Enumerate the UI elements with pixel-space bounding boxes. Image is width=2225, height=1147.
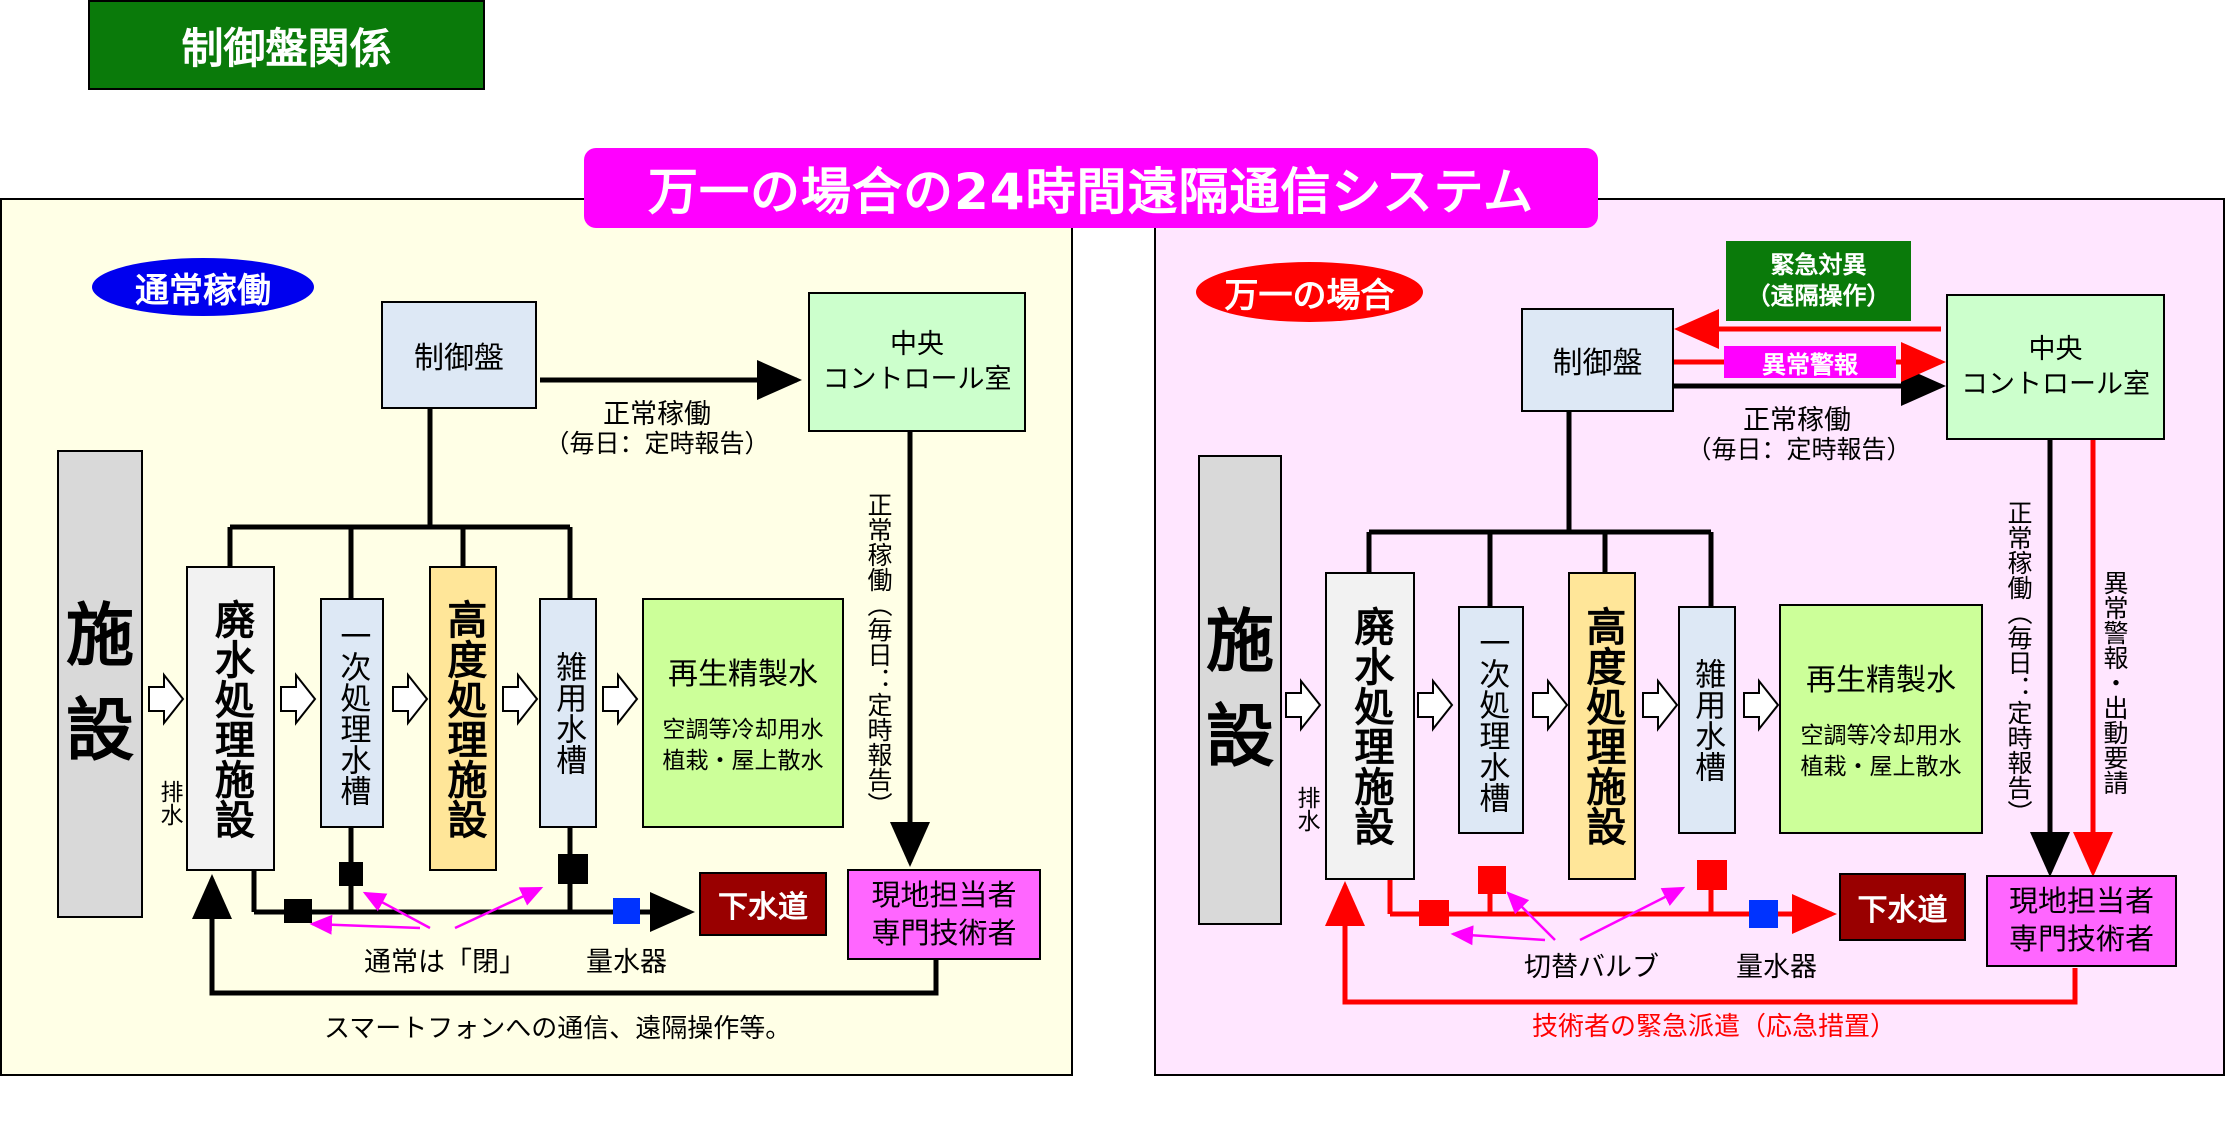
emergency-line2: （遠隔操作） (1746, 282, 1891, 310)
central-label-line1: 中央 (2028, 333, 2083, 365)
central-label-line1: 中央 (890, 328, 944, 360)
right-wastewater-plant: 廃水処理施設 (1325, 572, 1415, 880)
left-meter-icon (613, 898, 640, 924)
right-facility-box: 施 設 (1198, 455, 1282, 925)
right-meter-icon (1749, 900, 1778, 928)
left-recycled-water-box: 再生精製水 空調等冷却用水 植栽・屋上散水 (642, 598, 844, 828)
alarm-signal-label: 異常警報 (1724, 346, 1896, 379)
recycled-use-1: 空調等冷却用水 (1800, 722, 1962, 749)
left-valve-note: 通常は「閉」 (364, 947, 526, 978)
normal-operation-badge: 通常稼働 (92, 258, 314, 316)
left-meter-label: 量水器 (586, 947, 667, 978)
recycled-use-2: 植栽・屋上散水 (662, 748, 824, 774)
left-drain-label: 排水 (156, 780, 182, 826)
facility-char-2: 設 (1205, 698, 1274, 777)
left-vertical-report-label: 正常稼働（毎日：定時報告） (864, 492, 893, 817)
facility-char-1: 施 (1205, 602, 1274, 682)
right-valve-note: 切替バルブ (1524, 952, 1659, 983)
right-vertical-alarm-label: 異常警報・出動要請 (2100, 570, 2129, 795)
local-line1: 現地担当者 (871, 877, 1017, 912)
right-bottom-note: 技術者の緊急派遣（応急措置） (1532, 1012, 1897, 1042)
section-header: 制御盤関係 (88, 0, 485, 90)
right-advanced-plant: 高度処理施設 (1568, 572, 1636, 880)
left-sewer-box: 下水道 (699, 872, 827, 936)
right-vertical-report-label: 正常稼働（毎日：定時報告） (2004, 500, 2033, 825)
local-line1: 現地担当者 (2008, 884, 2154, 919)
recycled-use-1: 空調等冷却用水 (662, 716, 824, 743)
recycled-title: 再生精製水 (1806, 662, 1956, 698)
left-facility-box: 施 設 (57, 450, 143, 918)
right-central-control-room: 中央 コントロール室 (1946, 294, 2165, 440)
left-normal-op-label: 正常稼働 (603, 399, 711, 430)
right-local-staff-box: 現地担当者 専門技術者 (1986, 875, 2177, 967)
right-recycled-water-box: 再生精製水 空調等冷却用水 植栽・屋上散水 (1779, 604, 1983, 834)
left-bottom-note: スマートフォンへの通信、遠隔操作等。 (324, 1014, 792, 1044)
left-wastewater-plant: 廃水処理施設 (186, 566, 275, 871)
recycled-use-2: 植栽・屋上散水 (1800, 754, 1962, 780)
right-sewer-box: 下水道 (1839, 873, 1966, 941)
right-drain-label: 排水 (1293, 786, 1319, 832)
emergency-badge: 万一の場合 (1196, 262, 1423, 322)
right-primary-tank: 一次処理水槽 (1458, 606, 1524, 834)
local-line2: 専門技術者 (871, 915, 1017, 950)
page-title: 万一の場合の24時間遠隔通信システム (584, 148, 1598, 228)
facility-char-1: 施 (65, 596, 134, 676)
central-label-line2: コントロール室 (1961, 369, 2150, 400)
local-line2: 専門技術者 (2008, 922, 2154, 956)
left-central-control-room: 中央 コントロール室 (808, 292, 1026, 432)
left-control-panel: 制御盤 (381, 301, 537, 409)
left-local-staff-box: 現地担当者 専門技術者 (847, 869, 1041, 960)
left-advanced-plant: 高度処理施設 (429, 566, 497, 871)
left-misc-water-tank: 雑用水槽 (539, 598, 597, 828)
emergency-remote-op-box: 緊急対異 （遠隔操作） (1726, 241, 1911, 321)
recycled-title: 再生精製水 (668, 656, 818, 692)
left-primary-tank: 一次処理水槽 (320, 598, 384, 828)
right-misc-water-tank: 雑用水槽 (1678, 606, 1736, 834)
central-label-line2: コントロール室 (822, 364, 1012, 395)
right-daily-report-label: （毎日：定時報告） (1686, 435, 1912, 464)
left-daily-report-label: （毎日：定時報告） (544, 429, 770, 458)
right-control-panel: 制御盤 (1521, 308, 1674, 412)
right-meter-label: 量水器 (1736, 952, 1817, 983)
right-normal-op-label: 正常稼働 (1743, 405, 1851, 436)
facility-char-2: 設 (65, 692, 134, 771)
emergency-line1: 緊急対異 (1770, 250, 1867, 279)
